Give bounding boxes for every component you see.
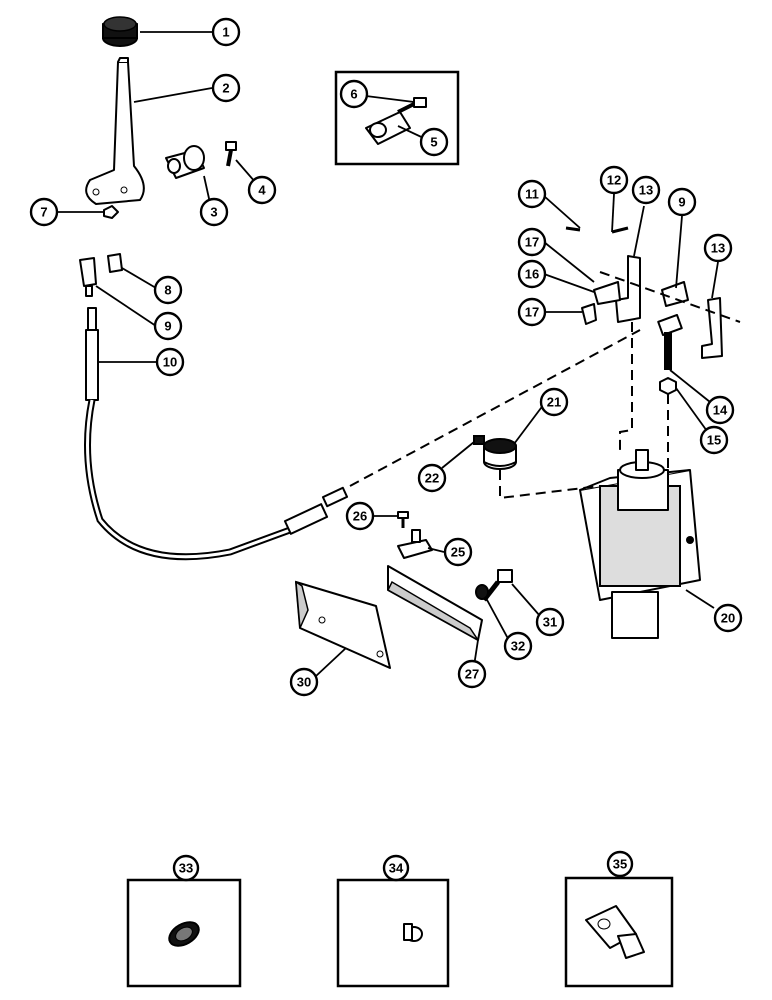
callout-34: 34 [382, 854, 410, 882]
callout-35: 35 [606, 850, 634, 878]
screw-part-6 [397, 97, 427, 114]
callout-label: 9 [164, 319, 171, 334]
nut-part [103, 205, 119, 219]
control-lever-part [85, 57, 145, 205]
callout-label: 26 [353, 509, 367, 524]
callout-label: 11 [525, 187, 539, 202]
bolt-part [482, 569, 513, 602]
callout-11: 11 [517, 179, 547, 209]
set-screw-part [473, 435, 485, 445]
pivot-housing-part [165, 145, 205, 179]
callout-label: 4 [258, 183, 266, 198]
callout-6: 6 [339, 79, 369, 109]
callout-26: 26 [345, 501, 375, 531]
callout-13-right: 13 [703, 233, 733, 263]
callout-8: 8 [153, 275, 183, 305]
callout-label: 21 [547, 395, 561, 410]
callout-label: 34 [389, 861, 404, 876]
valve-body-part [579, 449, 701, 639]
callout-label: 12 [607, 173, 621, 188]
callout-1: 1 [211, 17, 241, 47]
callout-label: 30 [297, 675, 311, 690]
callout-30: 30 [289, 667, 319, 697]
callout-label: 32 [511, 639, 525, 654]
leader-lines [58, 31, 719, 880]
clevis-part [79, 253, 123, 297]
inset-box-33 [126, 878, 242, 988]
angle-plate-part [387, 565, 483, 641]
callout-label: 13 [711, 241, 725, 256]
callout-label: 8 [164, 283, 171, 298]
callout-17-bottom: 17 [517, 297, 547, 327]
grommet-part [168, 921, 200, 947]
bracket-part-5 [365, 111, 411, 145]
callout-label: 20 [721, 611, 735, 626]
callout-32: 32 [503, 631, 533, 661]
callout-25: 25 [443, 537, 473, 567]
callout-label: 6 [350, 87, 357, 102]
callout-10: 10 [155, 347, 185, 377]
callout-14: 14 [705, 395, 735, 425]
callout-label: 17 [525, 235, 539, 250]
screw-part-26 [397, 511, 409, 528]
callout-31: 31 [535, 607, 565, 637]
washer-part [475, 584, 489, 600]
callout-27: 27 [457, 659, 487, 689]
callout-16: 16 [517, 259, 547, 289]
callout-label: 33 [179, 861, 193, 876]
screw-part [225, 141, 237, 167]
callout-label: 7 [40, 205, 47, 220]
callout-4: 4 [247, 175, 277, 205]
callout-3: 3 [199, 197, 229, 227]
callout-label: 16 [525, 267, 539, 282]
callout-17-top: 17 [517, 227, 547, 257]
adjuster-knob-part [483, 438, 517, 470]
callout-label: 2 [222, 81, 229, 96]
clip-bracket-part [397, 529, 433, 559]
callout-label: 10 [163, 355, 177, 370]
callout-label: 9 [678, 195, 685, 210]
callout-21: 21 [539, 387, 569, 417]
callout-9-left: 9 [153, 311, 183, 341]
callout-label: 15 [707, 433, 721, 448]
callout-15: 15 [699, 425, 729, 455]
callout-12: 12 [599, 165, 629, 195]
callout-5: 5 [419, 127, 449, 157]
callout-label: 5 [430, 135, 437, 150]
callout-9-right: 9 [667, 187, 697, 217]
callout-label: 27 [465, 667, 479, 682]
callout-label: 17 [525, 305, 539, 320]
mounting-plate-part [295, 580, 391, 669]
callout-13-left: 13 [631, 175, 661, 205]
callout-label: 25 [451, 545, 465, 560]
callout-label: 35 [613, 857, 627, 872]
cable-clamp-part [585, 905, 645, 959]
callout-2: 2 [211, 73, 241, 103]
bracket-assembly [565, 226, 723, 395]
callout-33: 33 [172, 854, 200, 882]
plug-part [403, 923, 423, 942]
inset-box-34 [336, 878, 450, 988]
callout-label: 3 [210, 205, 217, 220]
callout-label: 22 [425, 471, 439, 486]
callout-20: 20 [713, 603, 743, 633]
callout-22: 22 [417, 463, 447, 493]
callout-label: 13 [639, 183, 653, 198]
control-cable-part [84, 307, 349, 561]
callout-label: 1 [222, 25, 229, 40]
callout-label: 31 [543, 615, 557, 630]
callout-label: 14 [713, 403, 728, 418]
knob-part [102, 16, 138, 47]
callout-7: 7 [29, 197, 59, 227]
